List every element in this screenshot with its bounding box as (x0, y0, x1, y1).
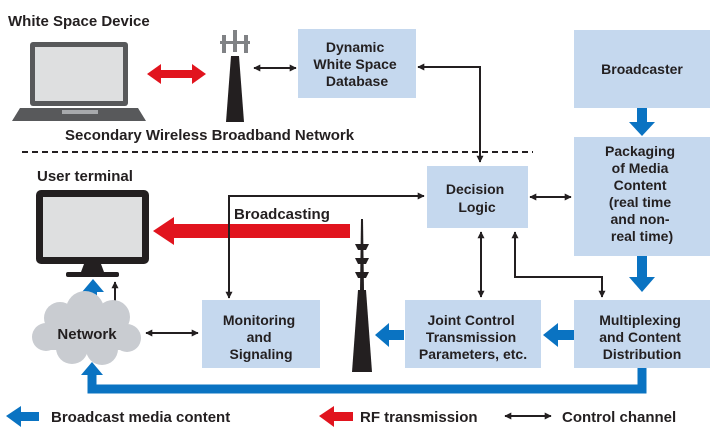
control-channel-decision-monitoring (225, 192, 425, 299)
network-label: Network (57, 326, 117, 343)
multiplexing-distribution-box: Multiplexing and Content Distribution (574, 300, 710, 368)
control-channel-decision-multiplexing (511, 231, 606, 298)
secondary-network-label: Secondary Wireless Broadband Network (65, 127, 355, 144)
packaging-box-line: of Media (612, 160, 669, 176)
broadcast-arrow-broadcaster-packaging (629, 108, 655, 136)
packaging-box-line: (real time (609, 194, 671, 210)
monitoring-box-line: Monitoring (223, 312, 295, 328)
control-channel-database-decision (417, 63, 484, 163)
packaging-box-line: Content (614, 177, 667, 193)
network-cloud-icon: Network (32, 291, 141, 365)
white-space-device-label: White Space Device (8, 13, 150, 30)
decision-box-line: Decision (446, 181, 504, 197)
laptop-icon (12, 42, 146, 121)
packaging-box-line: Packaging (605, 143, 675, 159)
svg-text:Joint Control Transmissi: Joint Control Transmission Parameters, e… (419, 312, 527, 362)
packaging-box-line: and non- (611, 211, 670, 227)
legend: Broadcast media content RF transmission … (6, 406, 676, 427)
broadcast-arrow-multiplexing-network (81, 362, 647, 394)
svg-text:Packaging of Media: Packaging of Media Content (real time an… (605, 143, 679, 244)
multiplexing-box-line: Distribution (603, 346, 682, 362)
dynamic-white-space-database-box: Dynamic White Space Database (298, 29, 416, 98)
monitor-icon (36, 190, 149, 277)
joint-control-box: Joint Control Transmission Parameters, e… (405, 300, 541, 368)
monitoring-box-line: Signaling (230, 346, 293, 362)
database-box-line: Database (326, 73, 388, 89)
legend-broadcast-icon (6, 406, 39, 427)
broadcast-antenna-icon (352, 219, 372, 372)
joint-box-line: Transmission (426, 329, 516, 345)
cell-tower-icon (220, 30, 250, 122)
legend-rf-label: RF transmission (360, 409, 478, 426)
rf-link-arrow (147, 64, 206, 84)
broadcast-arrow-joint-antenna (375, 323, 404, 347)
svg-text:Multiplexing and Content: Multiplexing and Content Distribution (599, 312, 685, 362)
legend-rf-icon (319, 406, 353, 427)
broadcast-arrow-multiplexing-joint (543, 323, 574, 347)
packaging-box-line: real time) (611, 228, 673, 244)
broadcasting-label: Broadcasting (234, 206, 330, 223)
database-box-line: Dynamic (326, 39, 385, 55)
broadcaster-box: Broadcaster (574, 30, 710, 108)
legend-broadcast-label: Broadcast media content (51, 409, 230, 426)
user-terminal-label: User terminal (37, 168, 133, 185)
monitoring-box-line: and (247, 329, 272, 345)
monitoring-signaling-box: Monitoring and Signaling (202, 300, 320, 368)
multiplexing-box-line: Multiplexing (599, 312, 681, 328)
svg-text:Decision Logic: Decision Logic (446, 181, 508, 215)
legend-control-label: Control channel (562, 409, 676, 426)
broadcast-arrow-packaging-multiplexing (629, 256, 655, 292)
database-box-line: White Space (313, 56, 396, 72)
svg-text:Dynamic White Space: Dynamic White Space Database (313, 39, 400, 89)
joint-box-line: Parameters, etc. (419, 346, 527, 362)
multiplexing-box-line: and Content (599, 329, 681, 345)
svg-text:Monitoring and Sig: Monitoring and Signaling (223, 312, 299, 362)
decision-box-line: Logic (458, 199, 496, 215)
broadcaster-box-line: Broadcaster (601, 61, 683, 77)
svg-text:Broadcaster: Broadcaster (601, 61, 683, 77)
packaging-media-content-box: Packaging of Media Content (real time an… (574, 137, 710, 256)
joint-box-line: Joint Control (428, 312, 515, 328)
decision-logic-box: Decision Logic (427, 166, 528, 228)
